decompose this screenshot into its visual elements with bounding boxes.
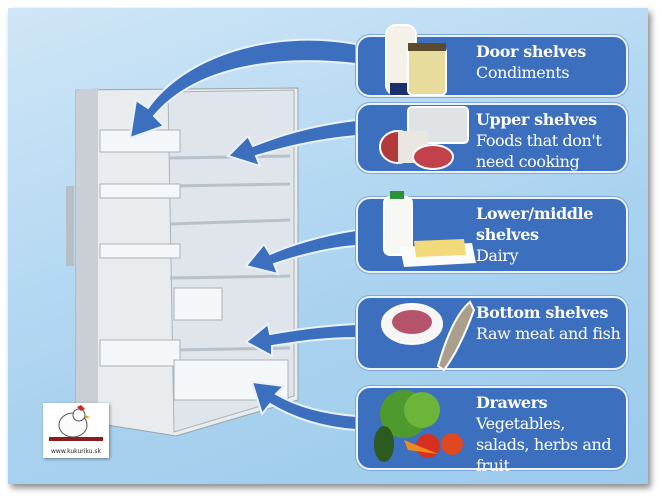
condiments-icon xyxy=(385,24,447,96)
fridge-diagram xyxy=(66,38,357,437)
panel-description: Condiments xyxy=(476,63,570,82)
arrow-upper-shelves xyxy=(226,118,357,168)
panel-description: Raw meat and fish xyxy=(476,324,621,343)
meat-fish-icon xyxy=(381,300,476,372)
panel-description: Dairy xyxy=(476,246,519,265)
door-bins xyxy=(99,129,289,401)
arrow-drawers xyxy=(250,380,357,432)
rooster-icon xyxy=(49,405,103,441)
dairy-icon xyxy=(383,191,476,267)
arrow-bottom-shelves xyxy=(244,322,357,358)
panel-description: Foods that don't need cooking xyxy=(476,131,602,171)
door-handle xyxy=(66,186,74,266)
arrow-door-shelves xyxy=(128,38,357,140)
vegetables-icon xyxy=(374,390,463,462)
logo-url: www.kukuriku.sk xyxy=(51,448,101,455)
salami-icon xyxy=(379,106,469,170)
panel-title: Drawers xyxy=(476,393,548,412)
panel-title: Bottom shelves xyxy=(476,303,608,322)
panel-title: Lower/middle shelves xyxy=(476,204,593,244)
panel-title: Upper shelves xyxy=(476,110,597,129)
kukuriku-logo: www.kukuriku.sk xyxy=(43,403,109,458)
arrows xyxy=(128,38,357,432)
panel-title: Door shelves xyxy=(476,42,586,61)
arrow-lower-shelves xyxy=(244,228,357,276)
panel-description: Vegetables, salads, herbs and fruit xyxy=(476,414,612,475)
